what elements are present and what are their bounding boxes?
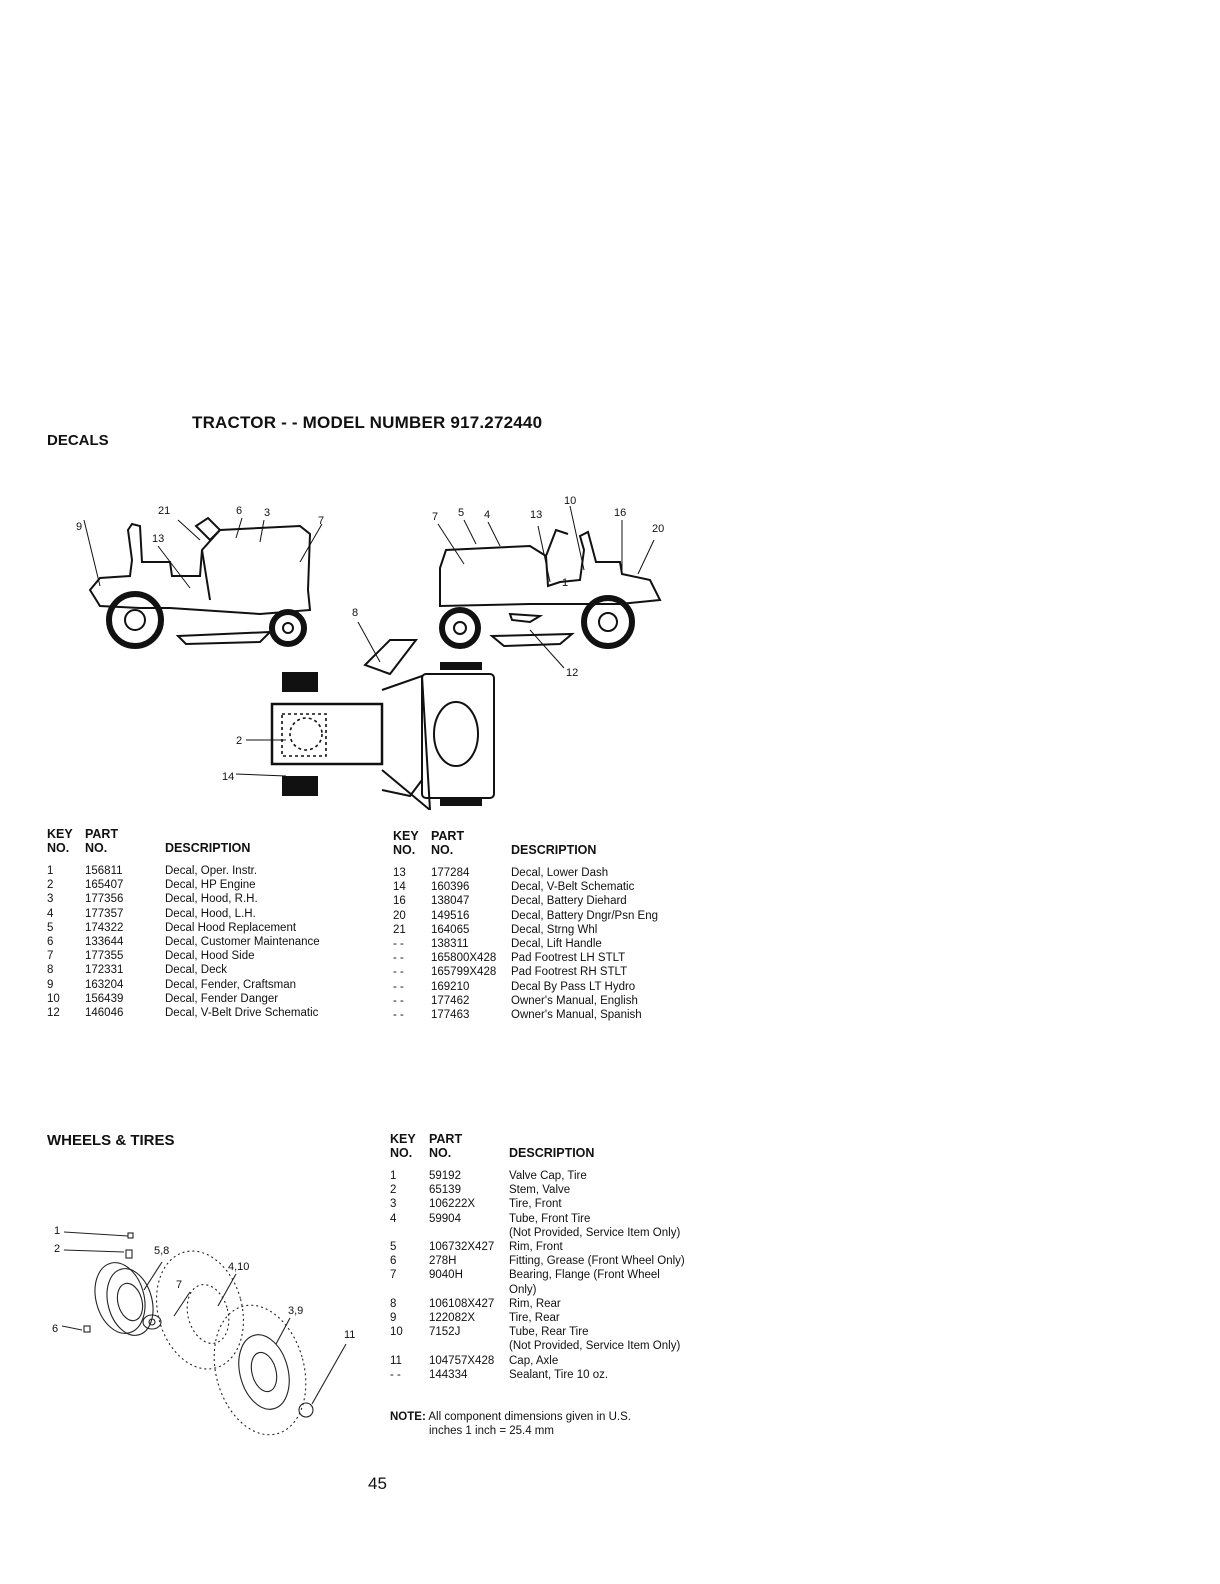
callout-1: 1	[54, 1225, 60, 1237]
table-row: Only)	[509, 1283, 537, 1296]
callout-3: 3	[264, 507, 270, 519]
callout-7: 7	[176, 1279, 182, 1291]
callout-8: 8	[352, 607, 358, 619]
callout-4-10: 4,10	[228, 1261, 249, 1273]
callout-1: 1	[562, 577, 568, 589]
table-row: (Not Provided, Service Item Only)	[509, 1226, 681, 1239]
callout-2: 2	[54, 1243, 60, 1255]
note-line2: inches 1 inch = 25.4 mm	[429, 1425, 554, 1437]
callout-6: 6	[236, 505, 242, 517]
callout-4: 4	[484, 509, 490, 521]
decals-diagram: 21 6 3 7 9 13 7 5 4 13 10 16 20 1 8 12 2…	[60, 490, 680, 810]
callout-5-8: 5,8	[154, 1245, 169, 1257]
callout-20: 20	[652, 523, 664, 535]
callout-7: 7	[318, 515, 324, 527]
callout-6: 6	[52, 1323, 58, 1335]
decals-section-title: DECALS	[47, 432, 109, 449]
callout-2: 2	[236, 735, 242, 747]
note-line1: All component dimensions given in U.S.	[428, 1411, 631, 1423]
callout-7-right: 7	[432, 511, 438, 523]
callout-14: 14	[222, 771, 234, 783]
callout-16: 16	[614, 507, 626, 519]
callout-12: 12	[566, 667, 578, 679]
callout-11: 11	[344, 1329, 355, 1341]
callout-5: 5	[458, 507, 464, 519]
page-number: 45	[368, 1474, 387, 1493]
col-description: DESCRIPTION	[165, 841, 251, 855]
col-description: DESCRIPTION	[511, 843, 597, 857]
callout-3-9: 3,9	[288, 1305, 303, 1317]
callout-21: 21	[158, 505, 170, 517]
dimensions-note: NOTE: All component dimensions given in …	[390, 1410, 631, 1438]
wheel-exploded-illustration: 1 2 5,8 4,10 7 6 3,9 11	[52, 1225, 355, 1436]
col-description: DESCRIPTION	[509, 1146, 595, 1160]
callout-9: 9	[76, 521, 82, 533]
callout-10: 10	[564, 495, 576, 507]
callout-13: 13	[152, 533, 164, 545]
wheels-section-title: WHEELS & TIRES	[47, 1132, 175, 1149]
wheels-diagram: 1 2 5,8 4,10 7 6 3,9 11	[50, 1220, 370, 1450]
callout-13-right: 13	[530, 509, 542, 521]
table-row: (Not Provided, Service Item Only)	[509, 1340, 681, 1353]
note-label: NOTE:	[390, 1411, 426, 1423]
tractor-decal-illustration: 21 6 3 7 9 13 7 5 4 13 10 16 20 1 8 12 2…	[76, 495, 664, 810]
page-title: TRACTOR - - MODEL NUMBER 917.272440	[192, 413, 543, 432]
